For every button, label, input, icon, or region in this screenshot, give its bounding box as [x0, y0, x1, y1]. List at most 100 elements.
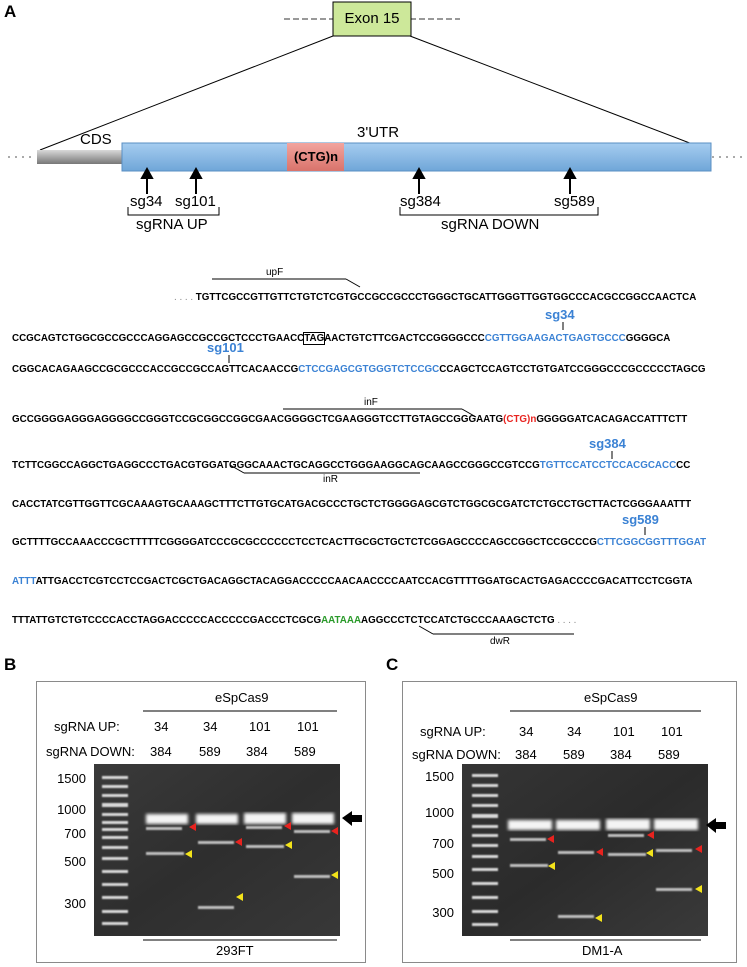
- panel-b-lane1-down: 384: [150, 744, 172, 759]
- main-bands: [508, 819, 698, 830]
- seq-line-6: CACCTATCGTTGGTTCGCAAAGTGCAAAGCTTTCTTGTGC…: [12, 499, 691, 510]
- utr-bar: [121, 142, 712, 172]
- panel-c-lane3-down: 384: [610, 747, 632, 762]
- site-sg384: sg384: [400, 193, 441, 210]
- seq-text: CC: [676, 460, 691, 471]
- group-up-label: sgRNA UP: [136, 216, 208, 233]
- seq-text: GGGGGATCACAGACCATTTCTT: [536, 414, 688, 425]
- panel-c-down-label: sgRNA DOWN:: [412, 747, 501, 762]
- panel-c-enzyme: eSpCas9: [584, 690, 638, 705]
- seq-line-3: CGGCACAGAAGCCGCGCCCACCGCCGCCAGTTCACAACCG…: [12, 364, 706, 375]
- panel-b-lane4-up: 101: [297, 719, 319, 734]
- group-down-label: sgRNA DOWN: [441, 216, 540, 233]
- panel-c-gel: [462, 764, 708, 936]
- panel-c-lane1-down: 384: [515, 747, 537, 762]
- ladder-bands: [102, 776, 128, 925]
- panel-b-ladder-700: 700: [64, 826, 86, 841]
- panel-b-lane2-down: 589: [199, 744, 221, 759]
- primer-inF: inF: [364, 397, 378, 408]
- panel-a-letter: A: [4, 2, 17, 21]
- panel-b-markers: [185, 811, 362, 901]
- seq-text: TCTTCGGCCAGGCTGAGGCCCTGACGTGGATGGGCAAACT…: [12, 460, 540, 471]
- polya-signal: AATAAA: [321, 615, 362, 626]
- panel-b-lane1-up: 34: [154, 719, 169, 734]
- panel-c-ladder-1500: 1500: [425, 769, 454, 784]
- primer-inR: inR: [323, 474, 339, 485]
- exon-box: [332, 1, 412, 37]
- seq-text: TTTATTGTCTGTCCCCACCTAGGACCCCCACCCCCGACCC…: [12, 615, 322, 626]
- primer-upF: upF: [266, 267, 284, 278]
- panel-c-lane1-up: 34: [519, 724, 534, 739]
- panel-c-ladder-500: 500: [432, 866, 454, 881]
- panel-b-lane2-up: 34: [203, 719, 218, 734]
- ctg-label: (CTG)n: [293, 149, 339, 164]
- exon-label: Exon 15: [344, 10, 400, 27]
- seq-text: GCCGGGGAGGGAGGGGCCGGGTCCGCGGCCGGCGAACGGG…: [12, 414, 504, 425]
- brace-down: [399, 207, 599, 216]
- main-bands: [146, 813, 334, 824]
- panel-b-up-label: sgRNA UP:: [54, 719, 120, 734]
- panel-c-lane2-up: 34: [567, 724, 582, 739]
- seq-text: CCAGCTCCAGTCCTGTGATCCGGGCCCGCCCCCTAGCG: [439, 364, 706, 375]
- panel-b-ladder-1500: 1500: [57, 771, 86, 786]
- panel-b-gel: [94, 764, 340, 936]
- cleaved-bands: [510, 834, 692, 918]
- utr-label: 3'UTR: [357, 124, 400, 141]
- yellow-markers: [548, 849, 702, 922]
- yellow-markers: [185, 841, 338, 901]
- panel-c-lane4-up: 101: [661, 724, 683, 739]
- cleaved-bands: [146, 826, 330, 909]
- panel-b-ladder-500: 500: [64, 854, 86, 869]
- seq-line-1: . . . . TGTTCGCCGTTGTTCTGTCTCGTGCCGCCGCC…: [174, 292, 696, 303]
- seq-line-4: GCCGGGGAGGGAGGGGCCGGGTCCGCGGCCGGCGAACGGG…: [12, 414, 687, 425]
- sg-arrows: [140, 166, 577, 194]
- seq-dots-start: . . . .: [174, 292, 194, 303]
- red-markers: [547, 831, 702, 856]
- seq-sg589-label: sg589: [622, 512, 659, 527]
- panel-b-lane3-up: 101: [249, 719, 271, 734]
- seq-line-9: TTTATTGTCTGTCCCCACCTAGGACCCCCACCCCCGACCC…: [12, 615, 576, 626]
- site-sg589: sg589: [554, 193, 595, 210]
- seq-line-8: ATTTATTGACCTCGTCCTCCGACTCGCTGACAGGCTACAG…: [12, 576, 692, 587]
- panel-c-lane3-up: 101: [613, 724, 635, 739]
- ladder-bands: [472, 774, 498, 926]
- panel-c-ladder-700: 700: [432, 836, 454, 851]
- seq-sg34-label: sg34: [545, 307, 575, 322]
- seq-line-7: GCTTTTGCCAAACCCGCTTTTTCGGGGATCCCGCGCCCCC…: [12, 537, 706, 548]
- panel-c-lane4-down: 589: [658, 747, 680, 762]
- seq-text: AGGCCCTCTCCATCTGCCCAAAGCTCTG: [361, 615, 555, 626]
- seq-text: GCTTTTGCCAAACCCGCTTTTTCGGGGATCCCGCGCCCCC…: [12, 537, 597, 548]
- cds-label: CDS: [80, 131, 112, 148]
- seq-line-2: CCGCAGTCTGGCGCCGCCCAGGAGCCGCCGCTCCCTGAAC…: [12, 332, 671, 345]
- panel-c-ladder-300: 300: [432, 905, 454, 920]
- sg384-target: TGTTCCATCCTCCACGCACC: [539, 460, 677, 471]
- panel-b-ladder-300: 300: [64, 896, 86, 911]
- seq-sg101-label: sg101: [207, 340, 244, 355]
- ctg-repeat-seq: (CTG)n: [503, 414, 537, 425]
- ctg-repeat-box: [287, 143, 344, 171]
- site-sg34: sg34: [130, 193, 163, 210]
- seq-sg384-label: sg384: [589, 436, 626, 451]
- cds-bar: [37, 150, 123, 164]
- seq-text: GGGGCA: [625, 333, 671, 344]
- seq-text: TGTTCGCCGTTGTTCTGTCTCGTGCCGCCGCCCTGGGCTG…: [195, 292, 697, 303]
- sg589-target-cont: ATTT: [12, 576, 36, 587]
- panel-c-letter: C: [386, 655, 399, 674]
- seq-text: AACTGTCTTCGACTCCGGGGCCC: [324, 333, 485, 344]
- red-markers: [189, 822, 338, 846]
- brace-up: [127, 207, 220, 216]
- panel-b-cell-line: 293FT: [216, 943, 254, 958]
- site-sg101: sg101: [175, 193, 216, 210]
- sg101-target: CTCCGAGCGTGGGTCTCCGC: [298, 364, 440, 375]
- full-length-arrow: [342, 811, 362, 826]
- panel-c-up-label: sgRNA UP:: [420, 724, 486, 739]
- stop-codon-box: TAG: [303, 332, 326, 345]
- panel-b-letter: B: [4, 655, 17, 674]
- primer-dwR: dwR: [490, 636, 511, 647]
- primer-lines: [212, 278, 646, 635]
- panel-b-enzyme: eSpCas9: [215, 690, 269, 705]
- seq-text: CCGCAGTCTGGCGCCGCCCAGGAGCCGCCGCTCCCTGAAC…: [12, 333, 305, 344]
- panel-b-down-label: sgRNA DOWN:: [46, 744, 135, 759]
- seq-text: ATTGACCTCGTCCTCCGACTCGCTGACAGGCTACAGGACC…: [35, 576, 693, 587]
